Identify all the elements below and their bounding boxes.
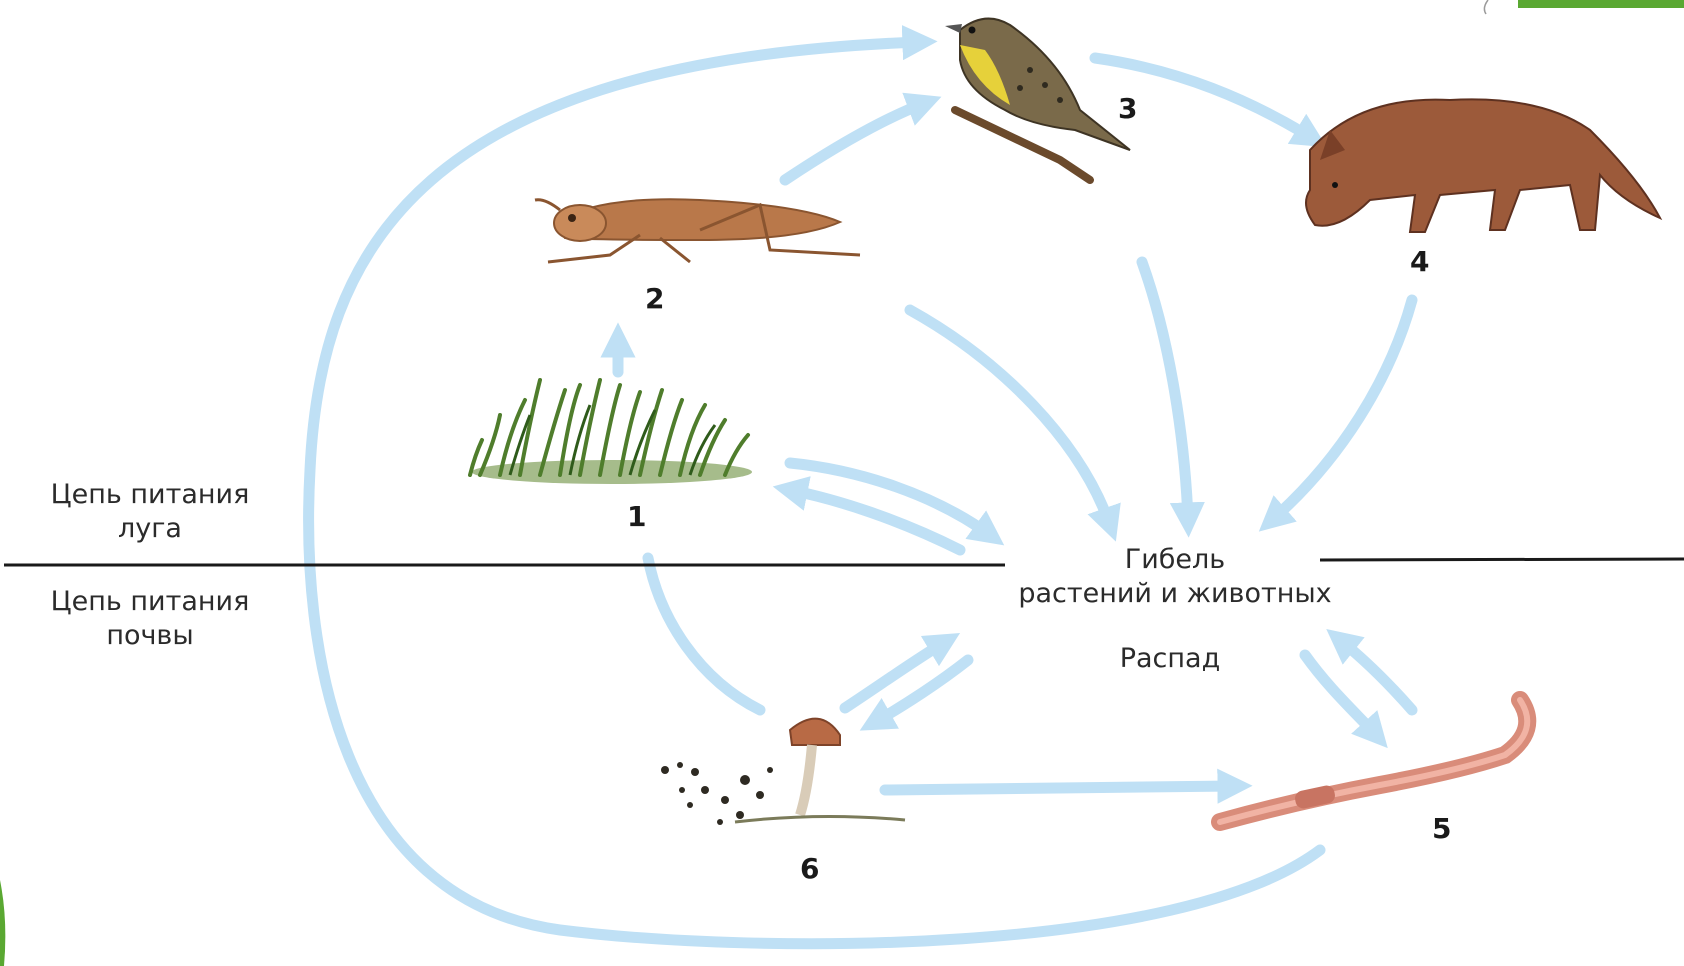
- arrow-death-to-mushroom: [875, 660, 968, 722]
- soil-chain-label: Цепь питания почвы: [20, 585, 280, 653]
- organism-number-2: 2: [645, 282, 664, 315]
- arrow-grass-to-mushroom: [648, 558, 760, 710]
- arrow-bird-to-death: [1142, 262, 1188, 520]
- mushroom-icon: [661, 719, 905, 825]
- corner-accent-bar: [1518, 0, 1684, 8]
- chain-divider: [4, 559, 1684, 565]
- left-accent-curve: [0, 880, 5, 966]
- soil-chain-label-line1: Цепь питания: [20, 585, 280, 619]
- arrow-grasshopper-to-bird: [785, 103, 925, 180]
- arrow-worm-to-decay: [1340, 640, 1412, 710]
- organism-number-4: 4: [1410, 245, 1429, 278]
- earthworm-icon: [1220, 700, 1527, 822]
- arrow-mushroom-to-death: [845, 642, 945, 708]
- organism-number-1: 1: [627, 500, 646, 533]
- death-label: Гибель растений и животных: [955, 543, 1395, 611]
- bird-icon: [945, 19, 1130, 180]
- death-label-line1: Гибель: [955, 543, 1395, 577]
- coyote-icon: [1306, 99, 1660, 232]
- death-label-line2: растений и животных: [955, 577, 1395, 611]
- grasshopper-icon: [535, 199, 860, 262]
- meadow-chain-label: Цепь питания луга: [20, 478, 280, 546]
- arrow-coyote-to-death: [1272, 300, 1412, 520]
- grass-icon: [470, 380, 752, 484]
- organism-number-3: 3: [1118, 92, 1137, 125]
- arrow-grasshopper-to-death: [910, 310, 1110, 525]
- organism-number-6: 6: [800, 852, 819, 885]
- corner-accent-line: [1484, 0, 1488, 14]
- meadow-chain-label-line1: Цепь питания: [20, 478, 280, 512]
- organism-number-5: 5: [1432, 812, 1451, 845]
- meadow-chain-label-line2: луга: [20, 512, 280, 546]
- decay-label: Распад: [1100, 642, 1240, 676]
- arrow-mushroom-to-worm: [885, 786, 1235, 790]
- soil-chain-label-line2: почвы: [20, 619, 280, 653]
